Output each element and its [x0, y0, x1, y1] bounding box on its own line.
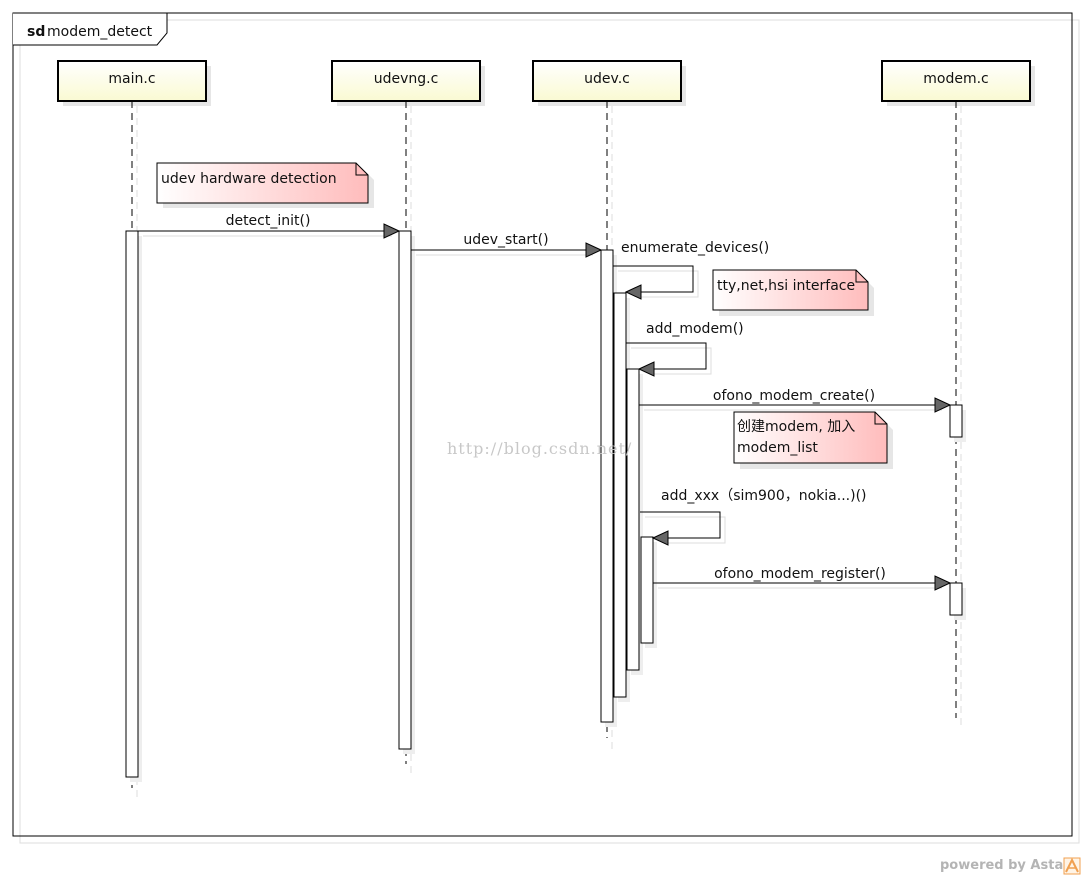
message-label: detect_init()	[226, 213, 311, 229]
activation-main	[125, 230, 139, 778]
arrowhead-icon	[585, 242, 603, 258]
activation-modem-register	[949, 582, 963, 616]
arrowhead-icon	[651, 530, 669, 546]
activation-bars	[125, 230, 966, 782]
activation-udev-enumerate	[613, 292, 627, 698]
lifeline-label-udev: udev.c	[584, 71, 630, 87]
frame-keyword: sd	[27, 24, 45, 40]
lifeline-modem: modem.c	[881, 60, 1035, 728]
activation-udev-add-modem	[626, 368, 640, 671]
note-text: tty,net,hsi interface	[717, 278, 855, 294]
powered-by-text: powered by Astah	[940, 858, 1072, 873]
diagram-frame: sd modem_detect	[12, 12, 1080, 844]
note-interfaces: tty,net,hsi interface	[712, 269, 874, 316]
message-add-modem: add_modem()	[626, 321, 744, 377]
lifeline-label-udevng: udevng.c	[374, 71, 439, 87]
note-text-line1: 创建modem, 加入	[737, 419, 855, 435]
note-create: 创建modem, 加入 modem_list	[733, 411, 893, 469]
message-add-xxx: add_xxx（sim900，nokia...)()	[640, 488, 867, 546]
lifeline-udevng: udevng.c	[331, 60, 485, 776]
note-udev-hw: udev hardware detection	[156, 162, 374, 208]
powered-by: powered by Astah	[940, 857, 1081, 875]
arrowhead-icon	[383, 223, 401, 239]
message-ofono-modem-create: ofono_modem_create()	[639, 388, 952, 413]
message-enumerate-devices: enumerate_devices()	[613, 240, 769, 300]
watermark-text: http://blog.csdn.net/	[447, 439, 632, 458]
lifeline-label-main: main.c	[108, 71, 155, 87]
lifeline-udev: udev.c	[532, 60, 686, 750]
lifeline-label-modem: modem.c	[923, 71, 989, 87]
message-label: add_modem()	[646, 321, 744, 337]
arrowhead-icon	[934, 397, 952, 413]
activation-udev-add-xxx	[640, 536, 654, 644]
message-label: udev_start()	[463, 232, 548, 248]
arrowhead-icon	[637, 361, 655, 377]
message-udev-start: udev_start()	[411, 232, 603, 258]
arrowhead-icon	[934, 575, 952, 591]
message-label: ofono_modem_create()	[713, 388, 875, 404]
activation-udevng	[398, 230, 412, 750]
astah-logo-icon	[1063, 857, 1081, 875]
note-text: udev hardware detection	[161, 171, 337, 187]
note-text-line2: modem_list	[737, 440, 818, 456]
activation-modem-create	[949, 404, 963, 438]
arrowhead-icon	[624, 284, 642, 300]
message-label: add_xxx（sim900，nokia...)()	[661, 488, 867, 504]
frame-title: modem_detect	[47, 24, 153, 40]
message-label: ofono_modem_register()	[714, 566, 886, 582]
activation-udev	[600, 249, 614, 723]
message-ofono-modem-register: ofono_modem_register()	[653, 566, 952, 591]
message-detect-init: detect_init()	[138, 213, 401, 239]
message-label: enumerate_devices()	[621, 240, 769, 256]
